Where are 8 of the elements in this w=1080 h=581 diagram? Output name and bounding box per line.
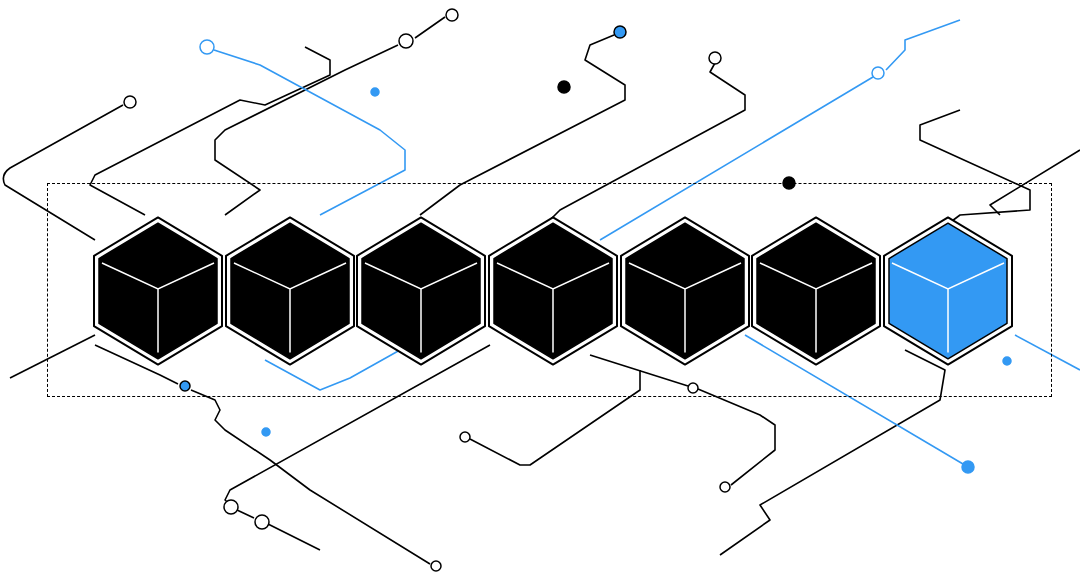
cube-icon: [355, 214, 487, 368]
cube-icon: [224, 214, 356, 368]
cube-icon: [619, 214, 751, 368]
cube-icon: [882, 214, 1014, 368]
cube-icon: [92, 214, 224, 368]
cube-icon: [487, 214, 619, 368]
dashed-frame: [47, 183, 1052, 397]
cube-icon: [750, 214, 882, 368]
